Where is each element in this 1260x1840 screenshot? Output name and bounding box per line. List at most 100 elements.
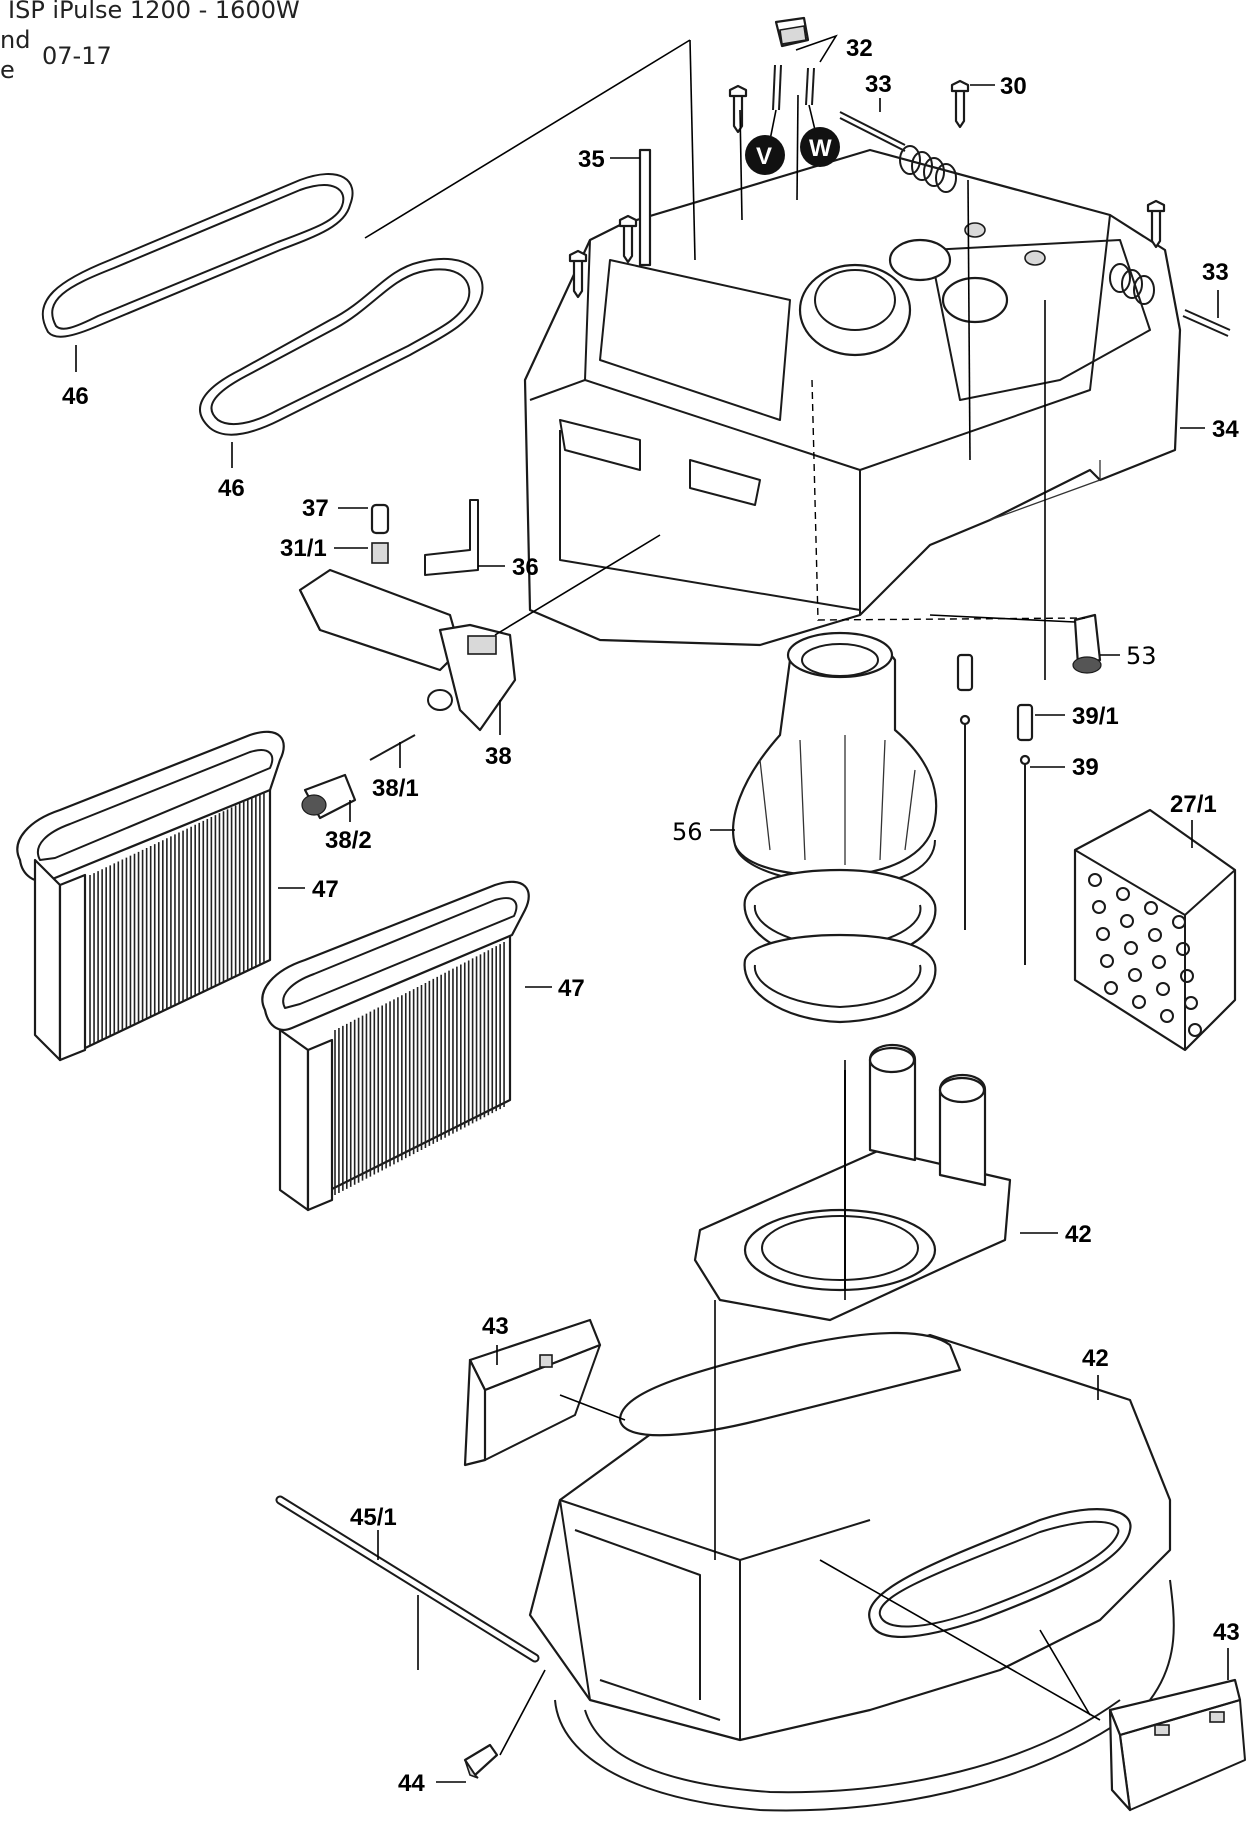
svg-text:46: 46 (62, 383, 89, 410)
svg-text:56: 56 (672, 818, 703, 846)
badge-v: V (745, 109, 785, 175)
header-fragment-top: nd (0, 26, 31, 54)
label-45-1: 45/1 (350, 1504, 397, 1560)
label-43-top: 43 (482, 1313, 509, 1365)
valve-39-1-left (956, 653, 974, 930)
svg-text:38: 38 (485, 743, 512, 770)
filter-47-left (16, 730, 285, 1062)
plate-36 (424, 499, 479, 576)
svg-text:53: 53 (1126, 642, 1157, 670)
svg-text:47: 47 (558, 975, 585, 1002)
label-38-2: 38/2 (325, 800, 372, 854)
svg-text:43: 43 (482, 1313, 509, 1340)
label-46-top: 46 (62, 345, 89, 410)
spring-31-1 (371, 542, 389, 564)
label-34: 34 (1180, 416, 1239, 443)
foam-dot (1104, 981, 1118, 995)
foam-dot (1116, 887, 1130, 901)
rod-35 (638, 148, 652, 267)
pins-32 (772, 64, 815, 111)
pin-38-1 (369, 734, 416, 761)
label-56: 56 (672, 818, 735, 846)
foam-dot (1128, 968, 1142, 982)
svg-text:38/2: 38/2 (325, 827, 372, 854)
label-37: 37 (302, 495, 368, 522)
svg-text:W: W (809, 135, 832, 162)
foam-dot (1176, 942, 1190, 956)
screw-group (568, 79, 1166, 299)
foam-dot (1096, 927, 1110, 941)
svg-text:32: 32 (846, 35, 873, 62)
label-39: 39 (1030, 754, 1099, 781)
foam-dot (1184, 996, 1198, 1010)
gasket-ring-46-bottom (199, 257, 484, 436)
svg-text:35: 35 (578, 146, 605, 173)
svg-text:27/1: 27/1 (1170, 791, 1217, 818)
header-date: 07-17 (42, 42, 112, 70)
foam-dot (1124, 941, 1138, 955)
label-35: 35 (578, 146, 640, 173)
svg-text:44: 44 (398, 1770, 425, 1797)
label-33-right: 33 (1202, 259, 1229, 318)
bottom-housing-42 (528, 1331, 1175, 1812)
filter-47-right (261, 880, 530, 1212)
svg-text:36: 36 (512, 554, 539, 581)
rod-33-right (1182, 309, 1231, 337)
gasket-ring-46-top (41, 173, 354, 338)
svg-text:33: 33 (1202, 259, 1229, 286)
motor-cowl-56 (732, 631, 938, 1024)
svg-text:V: V (756, 143, 772, 170)
svg-text:42: 42 (1065, 1221, 1092, 1248)
foam-dot (1172, 915, 1186, 929)
svg-text:47: 47 (312, 876, 339, 903)
svg-text:34: 34 (1212, 416, 1239, 443)
assembly-lines (364, 39, 1101, 1756)
svg-text:42: 42 (1082, 1345, 1109, 1372)
label-47-right: 47 (525, 975, 585, 1002)
foam-dot (1188, 1023, 1202, 1037)
valve-39-1-right (1016, 703, 1034, 742)
label-38-1: 38/1 (372, 742, 419, 802)
label-27-1: 27/1 (1170, 791, 1217, 848)
foam-dot (1132, 995, 1146, 1009)
label-36: 36 (478, 554, 539, 581)
rod-39 (1019, 754, 1031, 965)
rod-33-top (839, 111, 906, 152)
clip-32 (774, 16, 810, 48)
foam-pad-27-1 (1073, 808, 1237, 1052)
handle-38 (298, 568, 517, 732)
badge-w: W (800, 104, 840, 167)
label-46-bottom: 46 (218, 442, 245, 502)
foam-dot (1088, 873, 1102, 887)
motor-base-42 (693, 1043, 1012, 1322)
svg-text:30: 30 (1000, 73, 1027, 100)
header-model: ISP iPulse 1200 - 1600W (8, 0, 300, 24)
foam-dot (1152, 955, 1166, 969)
latch-43-top (463, 1318, 602, 1467)
top-housing-34 (523, 148, 1182, 647)
foam-dot (1100, 954, 1114, 968)
spring-left (899, 145, 957, 193)
svg-text:33: 33 (865, 71, 892, 98)
foam-dot (1092, 900, 1106, 914)
svg-text:39/1: 39/1 (1072, 703, 1119, 730)
button-37 (370, 503, 390, 535)
foam-dot (1160, 1009, 1174, 1023)
clip-44 (463, 1743, 499, 1779)
label-39-1: 39/1 (1035, 703, 1119, 730)
svg-text:43: 43 (1213, 1619, 1240, 1646)
foam-dot (1144, 901, 1158, 915)
label-47-left: 47 (278, 876, 339, 903)
rod-45-1 (275, 1495, 540, 1663)
foam-dot (1148, 928, 1162, 942)
valve-53 (1072, 613, 1102, 674)
label-33-top: 33 (865, 71, 892, 112)
svg-text:38/1: 38/1 (372, 775, 419, 802)
label-53: 53 (1100, 642, 1157, 670)
header-fragment-bottom: e (0, 56, 15, 84)
label-44: 44 (398, 1770, 466, 1797)
spring-right (1109, 263, 1155, 305)
foam-dot (1156, 982, 1170, 996)
svg-text:45/1: 45/1 (350, 1504, 397, 1531)
